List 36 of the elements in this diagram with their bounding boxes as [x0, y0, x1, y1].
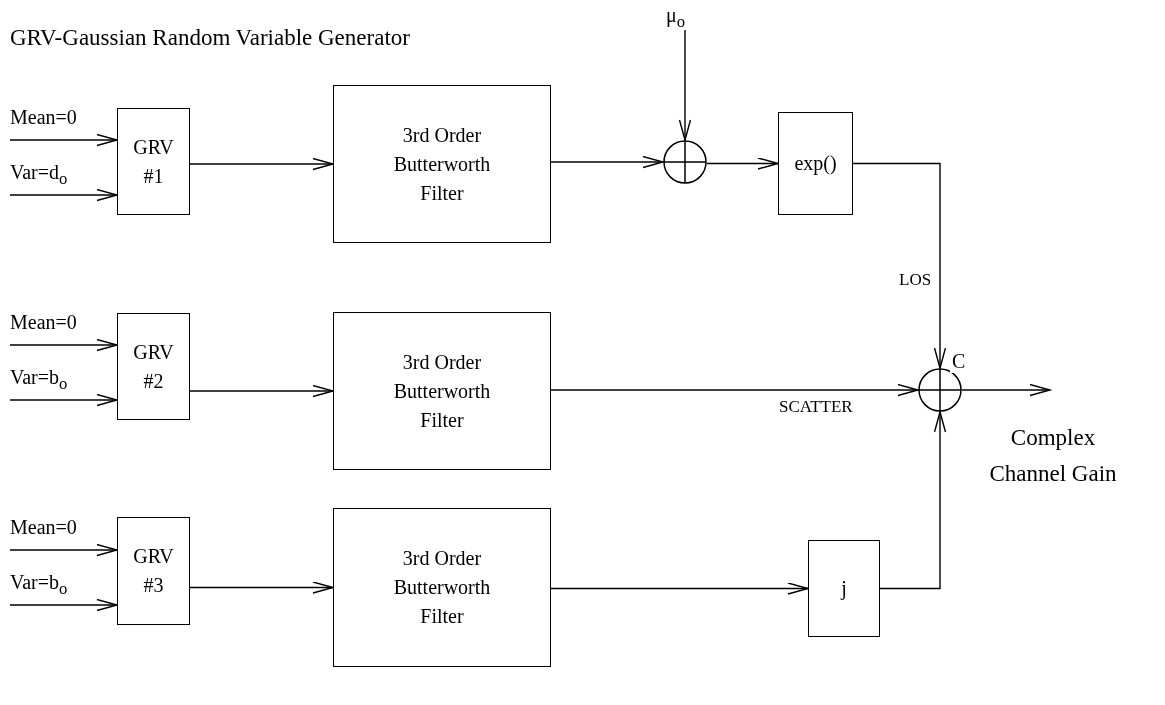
input-label: Var=b$_{o}$: [10, 571, 118, 605]
output-label: Complex Channel Gain: [988, 424, 1118, 488]
process-box: j: [808, 540, 880, 637]
arrow: [9, 543, 118, 557]
process-box: 3rd Order Butterworth Filter: [333, 85, 551, 243]
input-label: μ$_{o}$: [666, 4, 706, 30]
arrow: [550, 582, 809, 595]
arrow: [879, 411, 947, 590]
arrow: [9, 188, 118, 202]
summing-junction: [918, 368, 962, 412]
arrow: [189, 581, 334, 594]
process-box: GRV #3: [117, 517, 190, 625]
process-box: GRV #2: [117, 313, 190, 420]
process-box: 3rd Order Butterworth Filter: [333, 312, 551, 470]
arrow: [9, 598, 118, 612]
arrow: [189, 157, 334, 171]
process-box: 3rd Order Butterworth Filter: [333, 508, 551, 667]
arrow: [9, 133, 118, 147]
arrow: [550, 155, 664, 169]
arrow: [189, 384, 334, 398]
summing-junction: [663, 140, 707, 184]
process-box: exp(): [778, 112, 853, 215]
arrow: [706, 157, 779, 170]
arrow: [961, 383, 1051, 397]
input-label: Mean=0: [10, 311, 118, 345]
arrow: [9, 393, 118, 407]
input-label: Var=b$_{o}$: [10, 366, 118, 400]
arrow: [9, 338, 118, 352]
arrow: [678, 29, 692, 141]
input-label: Mean=0: [10, 106, 118, 140]
input-label: Mean=0: [10, 516, 118, 550]
arrow: [852, 162, 947, 369]
input-label: Var=d$_{o}$: [10, 161, 118, 195]
process-box: GRV #1: [117, 108, 190, 215]
diagram-title: GRV-Gaussian Random Variable Generator: [10, 25, 410, 51]
arrow: [550, 383, 919, 397]
